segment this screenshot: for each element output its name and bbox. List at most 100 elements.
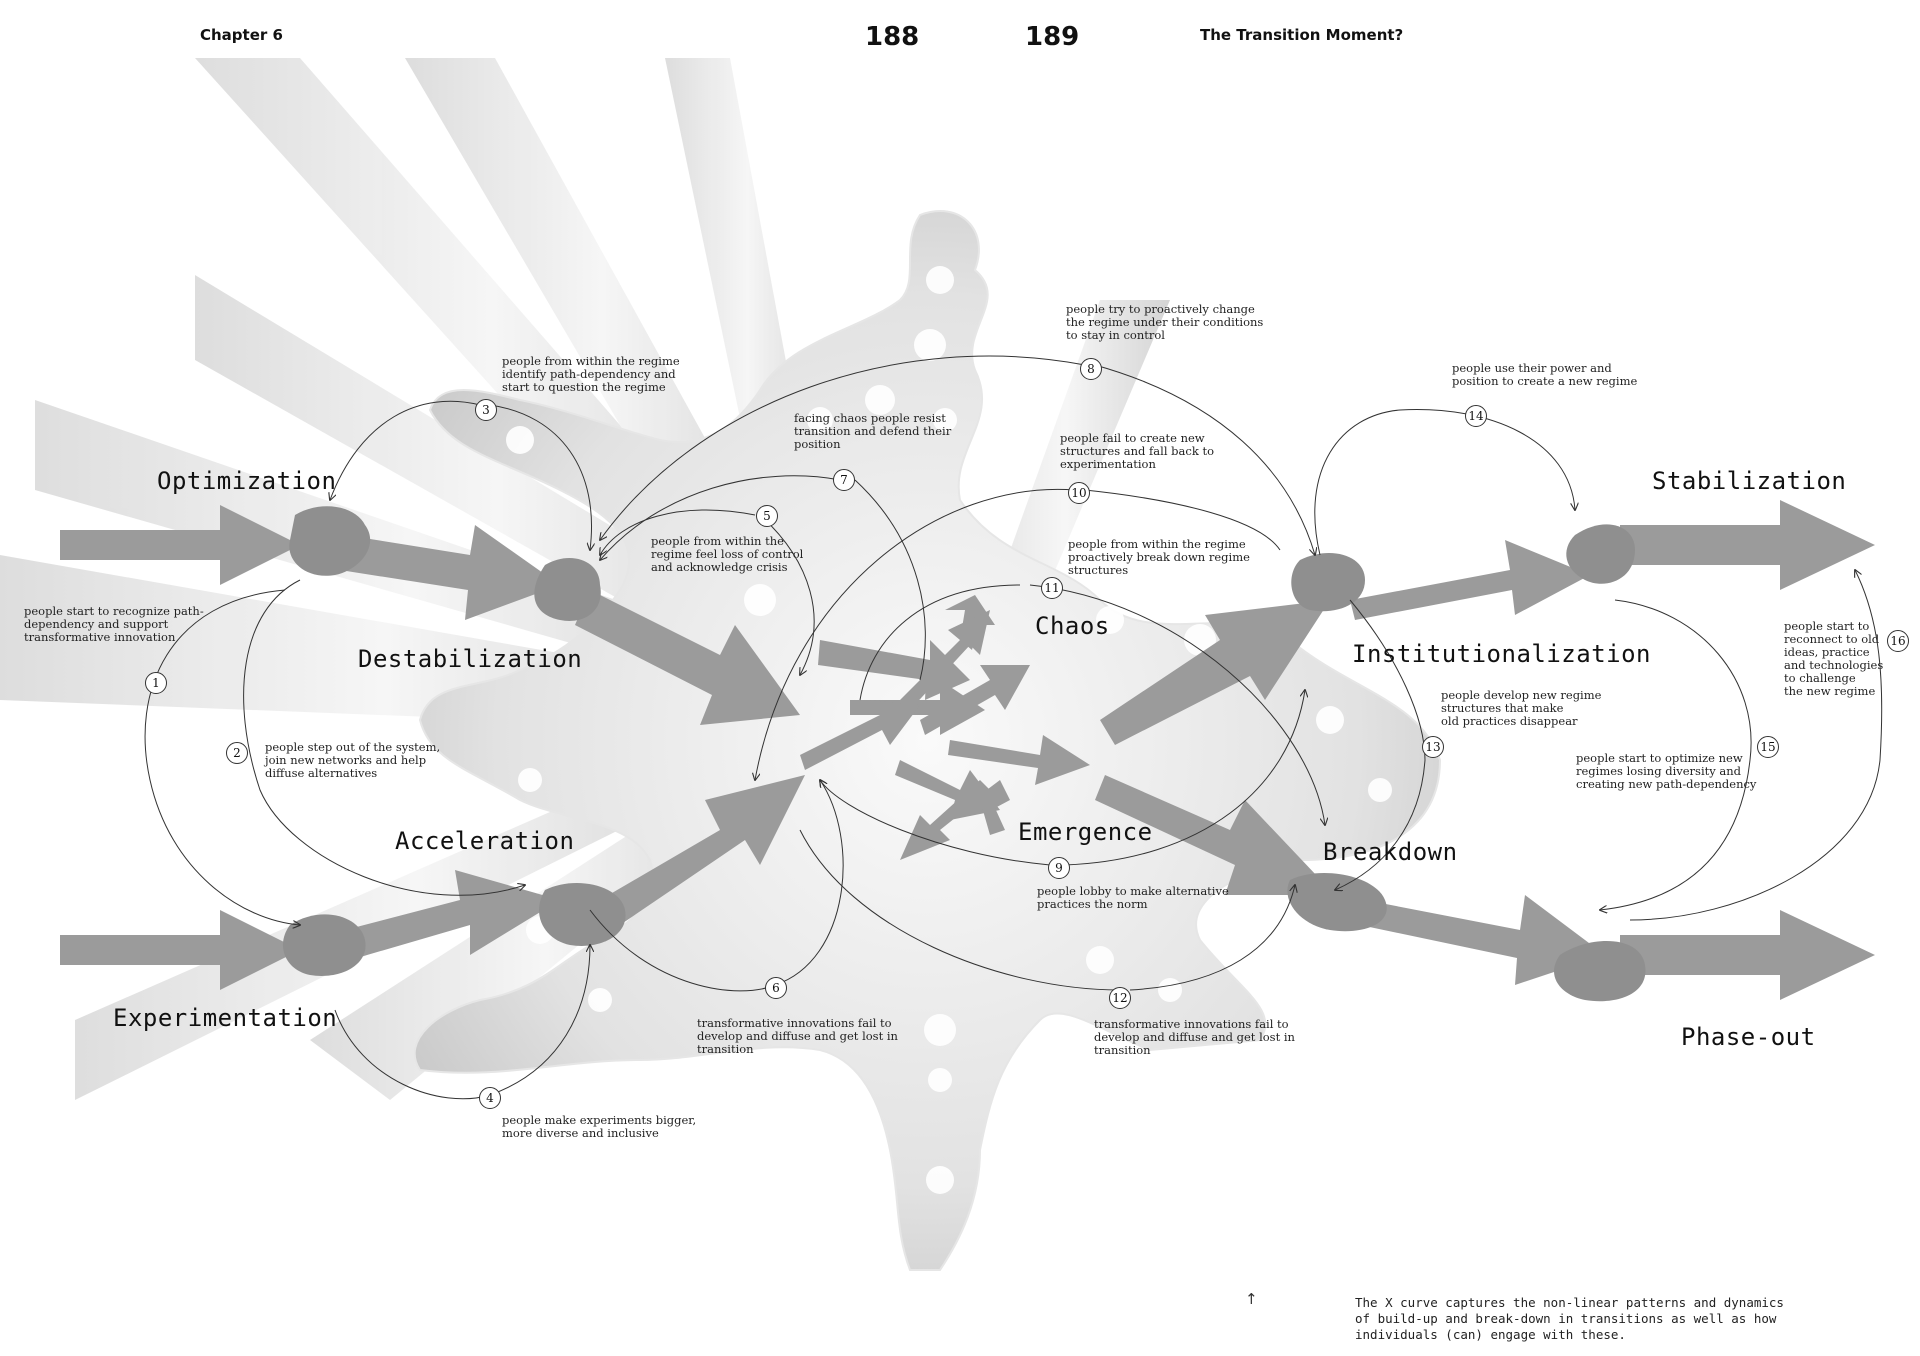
annotation-15: people start to optimize new regimes los… xyxy=(1576,751,1757,791)
annotation-1: people start to recognize path- dependen… xyxy=(24,604,204,644)
loop-arrows xyxy=(144,355,1883,1100)
step-badge-6: 6 xyxy=(765,977,787,999)
loop-15 xyxy=(1600,599,1752,910)
caption-up-arrow-icon: ↑ xyxy=(1245,1290,1258,1308)
label-institutionalization: Institutionalization xyxy=(1352,640,1651,668)
annotation-12: transformative innovations fail to devel… xyxy=(1094,1017,1295,1057)
arrow-emergence-cluster xyxy=(900,780,990,860)
knot xyxy=(1566,524,1635,584)
arrow-exp-to-accel xyxy=(345,870,560,960)
knot xyxy=(539,882,626,946)
loop-7 xyxy=(600,475,841,560)
loop-2 xyxy=(243,579,525,896)
label-optimization: Optimization xyxy=(157,467,337,495)
loop-13 xyxy=(1335,599,1426,890)
step-badge-5: 5 xyxy=(756,505,778,527)
label-chaos: Chaos xyxy=(1035,612,1110,640)
blob-hole xyxy=(588,988,612,1012)
blob-hole xyxy=(1158,978,1182,1002)
blob-hole xyxy=(926,266,954,294)
annotation-4: people make experiments bigger, more div… xyxy=(502,1113,697,1140)
page-number-left: 188 xyxy=(865,22,920,52)
label-experimentation: Experimentation xyxy=(113,1004,338,1032)
step-badge-12: 12 xyxy=(1109,987,1131,1009)
step-badge-11: 11 xyxy=(1041,577,1063,599)
blob-hole xyxy=(1368,778,1392,802)
label-phase-out: Phase-out xyxy=(1681,1023,1816,1051)
knot xyxy=(1554,941,1646,1002)
junction-knots xyxy=(282,506,1646,1002)
blob-hole xyxy=(1096,606,1124,634)
annotation-8: people try to proactively change the reg… xyxy=(1066,302,1264,342)
loop-10b xyxy=(1084,489,1281,551)
arrow-stabilization-out xyxy=(1620,500,1875,590)
step-badge-8: 8 xyxy=(1080,358,1102,380)
annotation-14: people use their power and position to c… xyxy=(1452,361,1638,388)
label-emergence: Emergence xyxy=(1018,818,1153,846)
loop-12 xyxy=(799,829,1121,991)
label-breakdown: Breakdown xyxy=(1323,838,1458,866)
loop-3b xyxy=(489,404,592,550)
arrow-optimization-in xyxy=(60,505,300,585)
chapter-label: Chapter 6 xyxy=(200,26,283,44)
loop-14 xyxy=(1314,409,1575,556)
main-arrows xyxy=(60,500,1875,1000)
loop-7b xyxy=(854,479,926,681)
annotation-10: people fail to create new structures and… xyxy=(1060,431,1214,471)
knot xyxy=(534,557,601,621)
step-badge-3: 3 xyxy=(475,399,497,421)
arrow-accel-to-center xyxy=(600,775,805,925)
arrow-experimentation-in xyxy=(60,910,300,990)
loop-9b xyxy=(1064,690,1305,866)
step-badge-9: 9 xyxy=(1048,857,1070,879)
step-badge-15: 15 xyxy=(1757,736,1779,758)
blob-hole xyxy=(1086,946,1114,974)
blob-hole xyxy=(865,385,895,415)
loop-9 xyxy=(820,780,1051,866)
step-badge-7: 7 xyxy=(833,469,855,491)
loop-16 xyxy=(1629,570,1883,921)
blob-hole xyxy=(1277,457,1303,483)
arrow-chaos-cluster xyxy=(900,610,990,710)
loop-5 xyxy=(759,514,815,675)
blob-hole xyxy=(1365,475,1395,505)
arrow-center-to-inst xyxy=(1100,600,1330,745)
annotation-2: people step out of the system, join new … xyxy=(265,740,441,780)
annotation-11: people from within the regime proactivel… xyxy=(1068,537,1250,577)
arrow-destab-to-center xyxy=(575,590,800,725)
blob-hole xyxy=(928,1068,952,1092)
step-badge-13: 13 xyxy=(1422,736,1444,758)
step-badge-1: 1 xyxy=(145,672,167,694)
step-badge-4: 4 xyxy=(479,1087,501,1109)
step-badge-2: 2 xyxy=(226,742,248,764)
page-number-right: 189 xyxy=(1025,22,1080,52)
arrow-phase-out xyxy=(1620,910,1875,1000)
arrow-emergence-cluster xyxy=(895,760,1000,820)
annotation-16: people start to reconnect to old ideas, … xyxy=(1784,619,1884,698)
step-badge-14: 14 xyxy=(1465,405,1487,427)
arrow-chaos-cluster xyxy=(800,700,920,770)
loop-3 xyxy=(330,400,481,500)
figure-caption: The X curve captures the non-linear patt… xyxy=(1355,1295,1784,1342)
annotation-7: facing chaos people resist transition an… xyxy=(794,411,952,451)
knot xyxy=(1291,552,1365,612)
arrow-emergence-cluster xyxy=(960,780,1010,835)
blob-hole xyxy=(926,1166,954,1194)
loop-8 xyxy=(600,355,1086,540)
blob-hole xyxy=(924,1014,956,1046)
annotation-3: people from within the regime identify p… xyxy=(502,354,680,394)
loop-11b xyxy=(1029,584,1325,825)
annotation-13: people develop new regime structures tha… xyxy=(1441,688,1602,728)
loop-10 xyxy=(755,488,1076,780)
label-acceleration: Acceleration xyxy=(395,827,575,855)
blob-hole xyxy=(807,407,833,433)
blob-hole xyxy=(506,426,534,454)
knot xyxy=(289,506,371,576)
loop-8b xyxy=(1094,364,1315,555)
section-title: The Transition Moment? xyxy=(1200,26,1404,44)
blob-hole xyxy=(933,408,957,432)
blob-hole xyxy=(1316,706,1344,734)
arrow-inst-to-stab xyxy=(1350,540,1590,620)
loop-11 xyxy=(859,584,1021,701)
